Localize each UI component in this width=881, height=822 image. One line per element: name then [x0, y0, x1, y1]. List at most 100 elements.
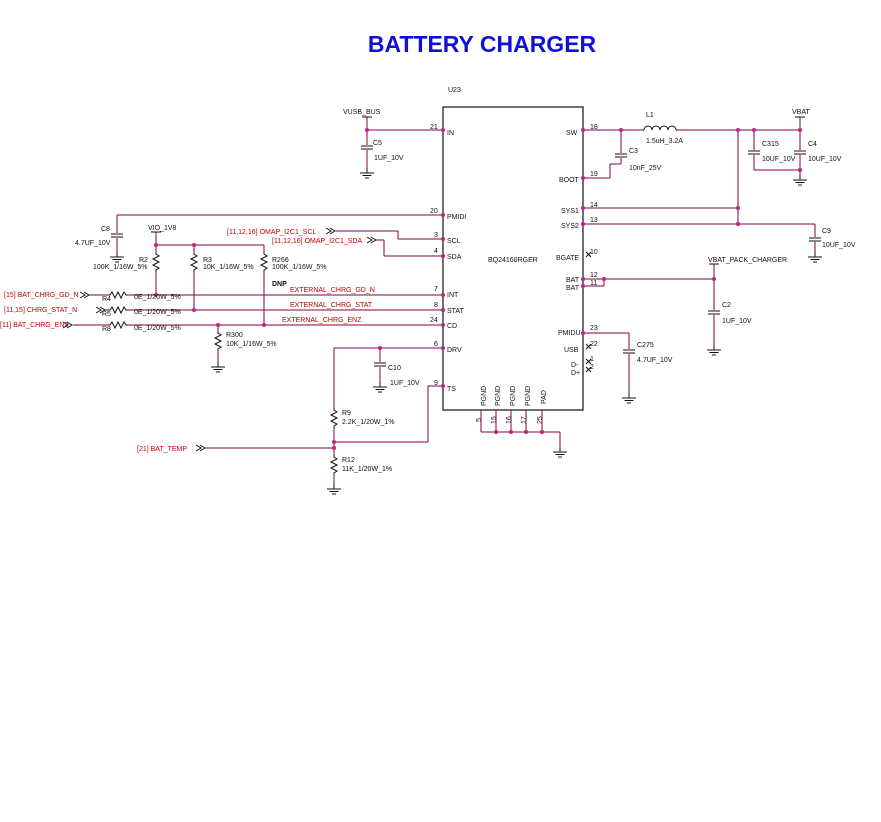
resistor-r300-symbol [214, 330, 222, 352]
pin-name: SYS2 [561, 223, 579, 230]
c2-value: 1UF_10V [722, 318, 752, 325]
r5-value: 0E_1/20W_5% [134, 309, 181, 316]
r300-ref: R300 [226, 332, 243, 339]
ic-part-number: BQ24160RGER [488, 257, 538, 264]
pin-num: 7 [434, 286, 438, 293]
pin-num: 5 [476, 418, 483, 422]
pin-num: 8 [434, 302, 438, 309]
port-bat-chrg-enz: [11] BAT_CHRG_ENZ [0, 322, 69, 329]
pin-num: 4 [434, 248, 438, 255]
pin-name: SCL [447, 238, 461, 245]
pin-name: SYS1 [561, 208, 579, 215]
capacitor-c275-symbol [622, 349, 636, 354]
capacitor-c10-symbol [373, 362, 387, 367]
port-bat-temp: [21] BAT_TEMP [137, 446, 187, 453]
pin-name: CD [447, 323, 457, 330]
c4-ref: C4 [808, 141, 817, 148]
pin-name: BAT [566, 277, 580, 284]
wires [73, 117, 816, 484]
pin-num: 17 [521, 416, 528, 424]
pin-num: 10 [590, 249, 598, 256]
r3-value: 10K_1/16W_5% [203, 264, 254, 271]
ic-ref: U23 [448, 87, 461, 94]
resistor-r4-symbol [107, 291, 129, 299]
pin-name: PGND [481, 386, 488, 406]
power-rail-bars [151, 116, 805, 265]
resistor-r5-symbol [107, 306, 129, 314]
r4-ref: R4 [102, 296, 111, 303]
page-title: BATTERY CHARGER [368, 31, 597, 57]
port-chrg-stat-n: [11,15] CHRG_STAT_N [4, 307, 77, 314]
capacitor-c3-symbol [614, 153, 628, 158]
r5-ref: R5 [102, 311, 111, 318]
pin-num: 12 [590, 272, 598, 279]
capacitor-c9-symbol [808, 237, 822, 242]
r8-value: 0E_1/20W_5% [134, 325, 181, 332]
pin-name: PMIDI [447, 214, 467, 221]
r8-ref: R8 [102, 326, 111, 333]
resistor-r12-symbol [330, 454, 338, 476]
c4-value: 10UF_10V [808, 156, 842, 163]
inductor-l1-symbol [643, 125, 677, 131]
pin-num: 16 [506, 416, 513, 424]
junction-dots [154, 128, 802, 450]
capacitor-c4-symbol [793, 150, 807, 155]
port-omap-i2c1-sda: [11,12,16] OMAP_I2C1_SDA [272, 238, 362, 245]
pin-num: 1 [590, 356, 594, 363]
pin-name: STAT [447, 308, 465, 315]
r4-value: 0E_1/20W_5% [134, 294, 181, 301]
pin-name: D+ [571, 370, 580, 377]
c315-value: 10UF_10V [762, 156, 796, 163]
r3-ref: R3 [203, 257, 212, 264]
resistor-r3-symbol [190, 251, 198, 273]
offpage-arrows [62, 227, 377, 452]
c2-ref: C2 [722, 302, 731, 309]
wire-label-external-chrg-stat: EXTERNAL_CHRG_STAT [290, 302, 373, 309]
pin-name: D- [571, 362, 579, 369]
r2-ref: R2 [139, 257, 148, 264]
pin-name: SW [566, 130, 578, 137]
pin-num: 13 [590, 217, 598, 224]
c10-value: 1UF_10V [390, 380, 420, 387]
pin-name: INT [447, 292, 459, 299]
pin-name: IN [447, 130, 454, 137]
r300-value: 10K_1/16W_5% [226, 341, 277, 348]
ic-right-pins: 18 SW 19 BOOT 14 SYS1 13 SYS2 10 BGATE 1… [556, 124, 598, 377]
resistor-r8-symbol [107, 321, 129, 329]
r2-value: 100K_1/16W_5% [93, 264, 147, 271]
c275-ref: C275 [637, 342, 654, 349]
r9-ref: R9 [342, 410, 351, 417]
c10-ref: C10 [388, 365, 401, 372]
capacitor-c5-symbol [360, 145, 374, 150]
pin-name: PGND [510, 386, 517, 406]
pin-num: 6 [434, 341, 438, 348]
c3-ref: C3 [629, 148, 638, 155]
l1-value: 1.5uH_3.2A [646, 138, 683, 145]
r266-value: 100K_1/16W_5% [272, 264, 326, 271]
c8-ref: C8 [101, 226, 110, 233]
capacitor-c2-symbol [707, 310, 721, 315]
pin-name: PAD [541, 390, 548, 404]
ic-left-pins: 21 IN 20 PMIDI 3 SCL 4 SDA 7 INT 8 STAT … [430, 124, 467, 393]
c5-ref: C5 [373, 140, 382, 147]
pin-num: 15 [491, 416, 498, 424]
net-vbat-pack-charger: VBAT_PACK_CHARGER [708, 257, 787, 264]
pin-num: 9 [434, 380, 438, 387]
net-vbat: VBAT [792, 109, 810, 116]
ic-bottom-pins: PGND PGND PGND PGND PAD 5 15 16 17 25 [476, 386, 548, 424]
pin-name: DRV [447, 347, 462, 354]
pin-num: 11 [590, 280, 597, 287]
pin-num: 24 [430, 317, 438, 324]
port-bat-chrg-gd-n: [15] BAT_CHRG_GD_N [4, 292, 79, 299]
wire-label-external-chrg-gd-n: EXTERNAL_CHRG_GD_N [290, 287, 375, 294]
capacitor-c315-symbol [747, 150, 761, 155]
l1-ref: L1 [646, 112, 654, 119]
pin-num: 19 [590, 171, 598, 178]
pin-num: 14 [590, 202, 598, 209]
r12-value: 11K_1/20W_1% [342, 466, 392, 473]
c275-value: 4.7UF_10V [637, 357, 673, 364]
c8-value: 4.7UF_10V [75, 240, 111, 247]
pin-num: 25 [537, 416, 544, 424]
r12-ref: R12 [342, 457, 355, 464]
